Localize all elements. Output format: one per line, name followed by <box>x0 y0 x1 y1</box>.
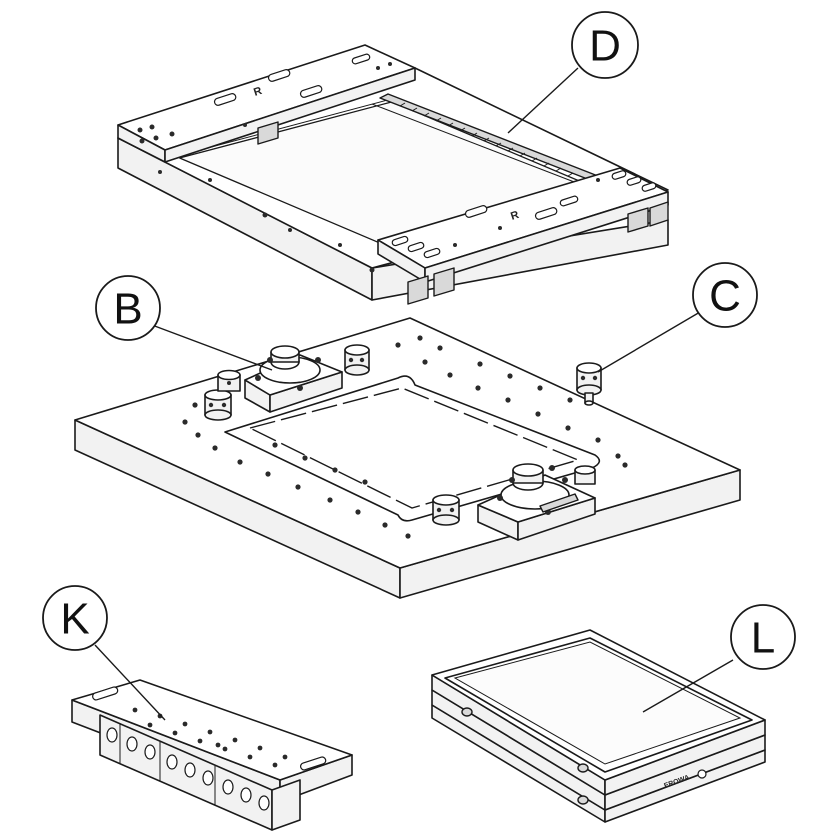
tray-l: EROWA <box>431 629 766 823</box>
clamp-module-front <box>432 463 596 541</box>
locating-pin-c <box>576 362 602 406</box>
svg-text:B: B <box>113 285 142 334</box>
callout-b: B <box>95 275 161 341</box>
svg-text:K: K <box>60 595 89 644</box>
svg-text:R: R <box>252 85 263 99</box>
svg-text:D: D <box>589 22 621 71</box>
svg-text:L: L <box>751 614 775 663</box>
clamping-rail-k <box>71 679 353 831</box>
callout-l: L <box>730 604 796 670</box>
callout-leaders <box>94 67 734 721</box>
svg-text:R: R <box>509 209 520 223</box>
svg-text:C: C <box>709 272 741 321</box>
base-plate <box>74 317 741 599</box>
callout-d: D <box>571 11 639 79</box>
callout-k: K <box>42 585 108 651</box>
callout-c: C <box>692 262 758 328</box>
pallet-frame: R R <box>117 44 669 305</box>
clamp-module-b <box>204 344 370 421</box>
